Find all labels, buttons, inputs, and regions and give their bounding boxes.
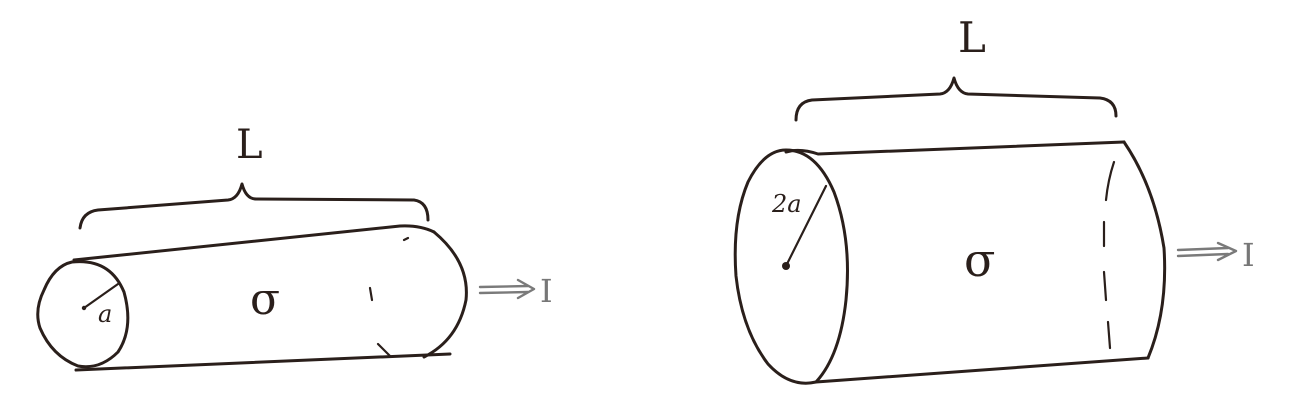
left-cylinder: L a σ I bbox=[36, 122, 553, 372]
left-end-cap bbox=[422, 230, 468, 359]
left-length-brace bbox=[78, 182, 430, 230]
right-radius-label: 2a bbox=[771, 190, 802, 218]
left-conductivity-label: σ bbox=[250, 274, 280, 325]
left-radius-line bbox=[82, 282, 120, 310]
right-current-label: I bbox=[1242, 236, 1255, 274]
left-center-dot bbox=[81, 305, 87, 311]
right-end-cap bbox=[1122, 140, 1167, 360]
right-radius-line bbox=[784, 184, 828, 268]
left-current-label: I bbox=[540, 272, 553, 310]
right-center-dot bbox=[782, 262, 790, 270]
left-bottom-edge bbox=[74, 352, 452, 372]
left-front-face bbox=[36, 260, 130, 369]
right-length-brace bbox=[794, 76, 1118, 122]
right-current-arrow-icon bbox=[1176, 241, 1238, 262]
right-hidden-edge bbox=[1102, 160, 1116, 350]
left-hidden-edge bbox=[368, 236, 410, 358]
left-top-edge bbox=[72, 224, 436, 262]
right-top-edge bbox=[784, 140, 1126, 156]
right-conductivity-label: σ bbox=[964, 233, 995, 287]
right-length-label: L bbox=[958, 13, 986, 62]
right-front-face bbox=[733, 148, 849, 385]
left-current-arrow-icon bbox=[478, 278, 536, 300]
left-radius-label: a bbox=[98, 300, 112, 328]
right-bottom-edge bbox=[814, 356, 1150, 384]
left-length-label: L bbox=[236, 122, 263, 168]
right-cylinder: L 2a σ I bbox=[733, 13, 1255, 385]
